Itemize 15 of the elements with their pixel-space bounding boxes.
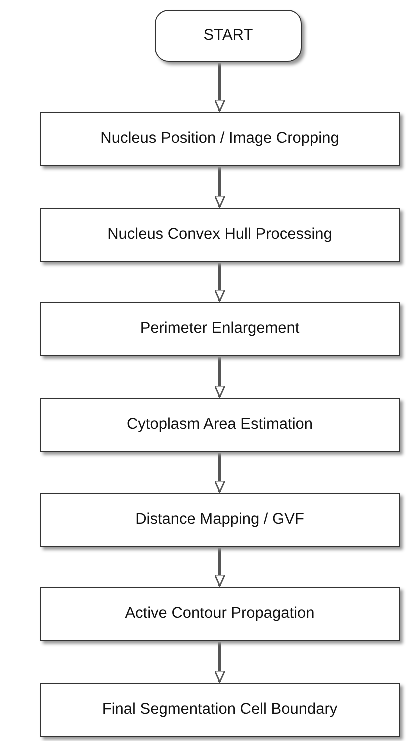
arrow [214,63,226,112]
process-box: Final Segmentation Cell Boundary [40,683,400,737]
arrow [214,548,226,587]
arrow [214,357,226,398]
process-box: Cytoplasm Area Estimation [40,398,400,452]
arrow [214,642,226,683]
process-box: Nucleus Convex Hull Processing [40,208,400,262]
arrow [214,263,226,302]
process-box: Nucleus Position / Image Cropping [40,112,400,166]
arrow [214,453,226,493]
process-box: Active Contour Propagation [40,587,400,641]
process-box: Distance Mapping / GVF [40,493,400,547]
arrow [214,167,226,208]
terminal-box: START [155,10,302,62]
process-box: Perimeter Enlargement [40,302,400,356]
